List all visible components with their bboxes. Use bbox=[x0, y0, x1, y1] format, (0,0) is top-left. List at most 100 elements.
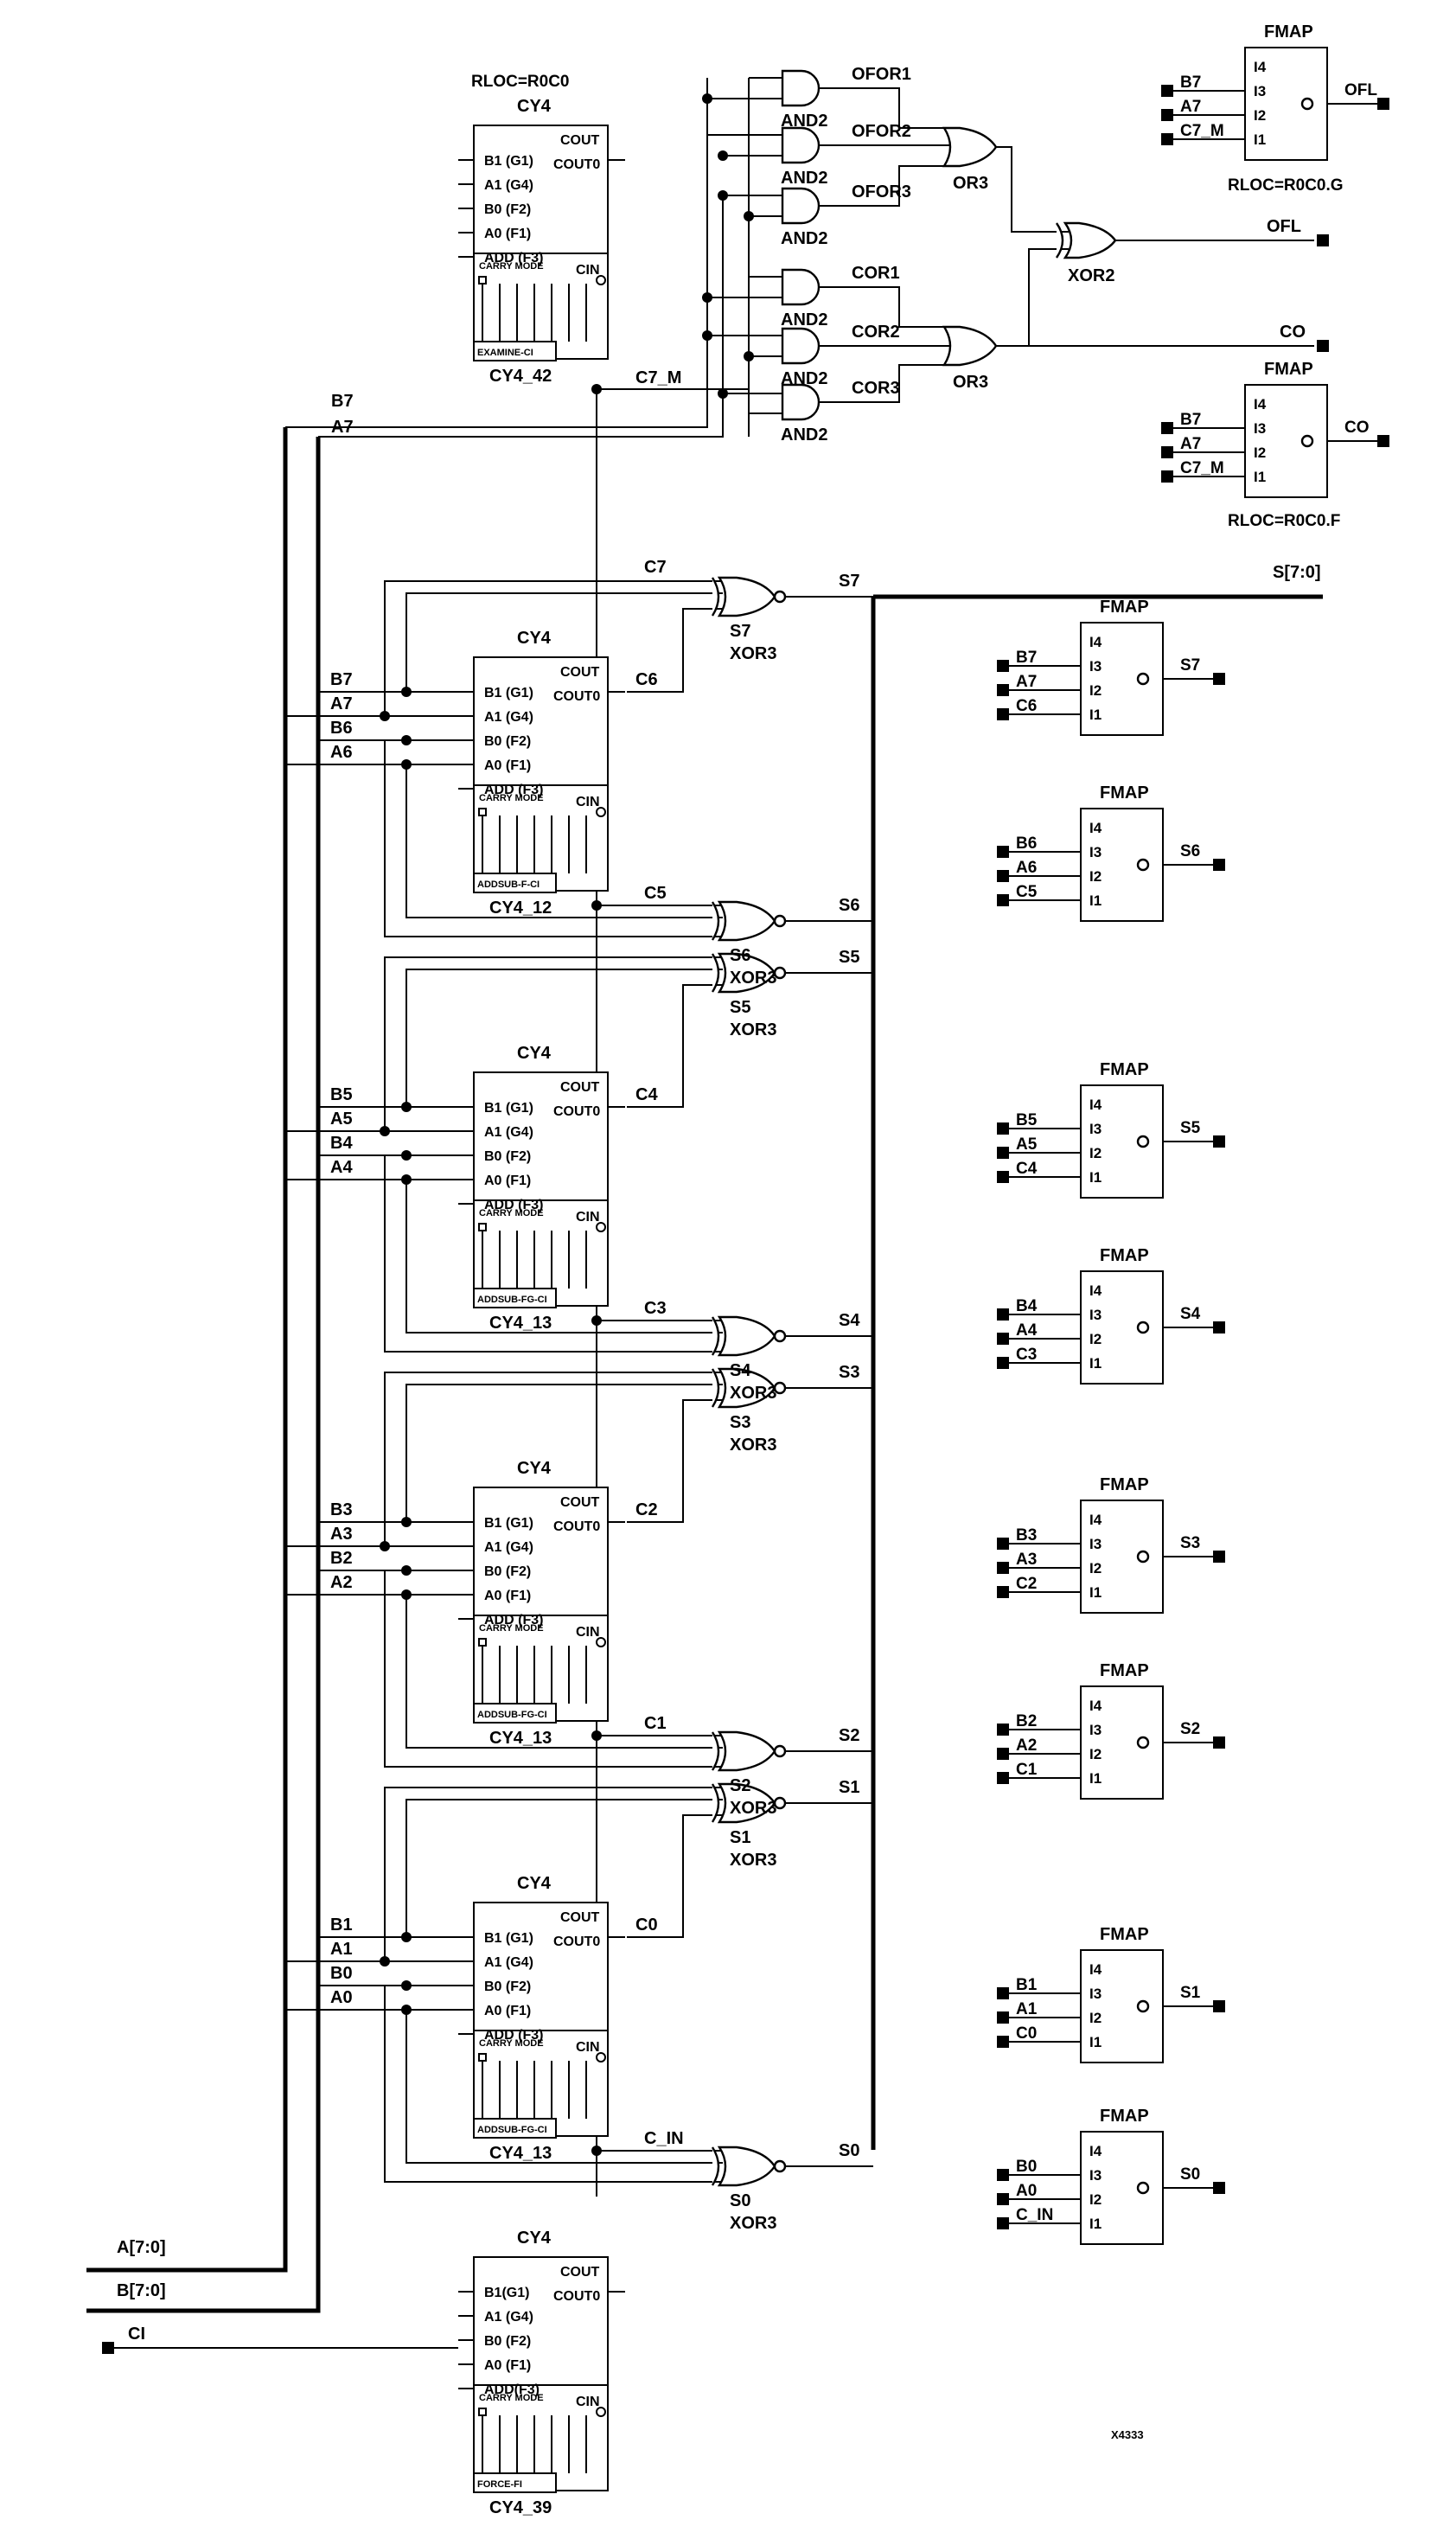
sum-label: S7 bbox=[839, 572, 859, 591]
carry-out-label: C4 bbox=[635, 1085, 658, 1104]
xor-instance: S0 bbox=[730, 2191, 750, 2210]
cy4-cout-label: COUT bbox=[560, 1495, 600, 1510]
fmap-input-label: A7 bbox=[1180, 435, 1201, 453]
mode-box bbox=[473, 2118, 557, 2139]
a-bus bbox=[86, 427, 288, 2273]
junction-dot bbox=[744, 211, 754, 221]
fmap-pin-label: I2 bbox=[1254, 444, 1266, 461]
fmap-rloc: RLOC=R0C0.F bbox=[1228, 512, 1340, 530]
fmap-output-label: S4 bbox=[1180, 1305, 1201, 1323]
figure-id: X4333 bbox=[1111, 2428, 1144, 2441]
io-pin bbox=[1213, 673, 1225, 685]
io-pin bbox=[1377, 98, 1389, 110]
fmap-title: FMAP bbox=[1100, 1475, 1149, 1494]
xor-back-arc bbox=[711, 1368, 720, 1408]
cy4-pin-label: A1 (G4) bbox=[484, 1540, 533, 1555]
wire bbox=[406, 1180, 723, 1333]
xor-bubble bbox=[773, 1381, 787, 1395]
cy4-pin-label: A1 (G4) bbox=[484, 1125, 533, 1140]
carrymode-label: CARRY MODE bbox=[479, 1623, 544, 1634]
slice-input-label: B5 bbox=[330, 1085, 353, 1104]
fmap-rloc: RLOC=R0C0.G bbox=[1228, 176, 1344, 195]
b-bus-label: B[7:0] bbox=[117, 2281, 166, 2300]
cy4-cout-label: COUT bbox=[560, 665, 600, 680]
fmap-pin-label: I4 bbox=[1089, 634, 1102, 650]
fmap-pin-label: I2 bbox=[1089, 2010, 1102, 2026]
fmap-pin-label: I3 bbox=[1089, 1722, 1102, 1738]
slice-input-label: A0 bbox=[330, 1988, 353, 2007]
cy4-cout-label: COUT bbox=[560, 1080, 600, 1095]
xor3-gate bbox=[717, 1782, 776, 1824]
carry-label: C5 bbox=[644, 884, 667, 903]
wire bbox=[819, 165, 949, 207]
io-pin bbox=[1213, 1551, 1225, 1563]
cy4-pin-label: ADD(F3) bbox=[484, 2382, 540, 2397]
io-pin bbox=[997, 870, 1009, 882]
and2-gate bbox=[781, 126, 821, 164]
cy4-cin-label: CIN bbox=[576, 2395, 600, 2409]
cy4-cout0-label: COUT0 bbox=[553, 689, 600, 704]
and2-gate bbox=[781, 268, 821, 306]
mode-name: ADDSUB-F-CI bbox=[477, 879, 540, 890]
io-pin bbox=[1213, 1321, 1225, 1333]
fmap-input-label: B7 bbox=[1180, 411, 1201, 429]
sum-label: S2 bbox=[839, 1726, 859, 1745]
cy4-pin-label: B0 (F2) bbox=[484, 1149, 531, 1164]
fmap-title: FMAP bbox=[1100, 2107, 1149, 2126]
cy4-title: CY4 bbox=[517, 1459, 552, 1478]
fmap-pin-label: I4 bbox=[1254, 396, 1267, 413]
cy4-pin-label: B0 (F2) bbox=[484, 202, 531, 217]
fmap-title: FMAP bbox=[1100, 1246, 1149, 1265]
xor-type: XOR3 bbox=[730, 1384, 776, 1403]
parts-layer bbox=[473, 47, 1328, 2493]
sum-label: S0 bbox=[839, 2141, 859, 2160]
cy4-cout-label: COUT bbox=[560, 2265, 600, 2280]
cy4-cin-label: CIN bbox=[576, 1210, 600, 1225]
a-bus-label: A[7:0] bbox=[117, 2238, 166, 2257]
fmap-input-label: C3 bbox=[1016, 1346, 1037, 1364]
and2-label: AND2 bbox=[781, 229, 827, 248]
wire bbox=[627, 1399, 723, 1523]
io-pin bbox=[997, 1147, 1009, 1159]
cy4-instance-name: CY4_12 bbox=[489, 899, 552, 918]
fmap-title: FMAP bbox=[1100, 1925, 1149, 1944]
io-pin bbox=[997, 1586, 1009, 1598]
fmap-pin-label: I4 bbox=[1089, 820, 1102, 836]
fmap-title: FMAP bbox=[1264, 360, 1313, 379]
wire bbox=[406, 1384, 723, 1522]
fmap-pin-label: I3 bbox=[1089, 1307, 1102, 1323]
xor-back-arc bbox=[711, 1316, 720, 1356]
fmap-input-label: A1 bbox=[1016, 2000, 1038, 2018]
mode-box bbox=[473, 1288, 557, 1308]
xor-bubble bbox=[773, 914, 787, 928]
fmap-input-label: B7 bbox=[1180, 74, 1201, 92]
fmap-title: FMAP bbox=[1264, 22, 1313, 42]
fmap-input-label: C_IN bbox=[1016, 2206, 1053, 2224]
wire bbox=[819, 364, 949, 403]
fmap-pin-label: I1 bbox=[1089, 1355, 1102, 1372]
fmap-input-label: B5 bbox=[1016, 1111, 1038, 1129]
fmap-input-label: C4 bbox=[1016, 1160, 1038, 1178]
fmap-input-label: A5 bbox=[1016, 1135, 1038, 1154]
cy4-cin-label: CIN bbox=[576, 2040, 600, 2055]
rloc-label: RLOC=R0C0 bbox=[471, 73, 570, 91]
wire bbox=[406, 969, 723, 1107]
fmap-pin-label: I3 bbox=[1089, 2167, 1102, 2184]
wire bbox=[406, 2010, 723, 2164]
fmap-block bbox=[1080, 1500, 1164, 1614]
fmap-input-label: A4 bbox=[1016, 1321, 1038, 1340]
io-pin bbox=[997, 2036, 1009, 2048]
xor-bubble bbox=[773, 2159, 787, 2173]
and-net-label: COR2 bbox=[852, 323, 900, 342]
cy4-instance-name: CY4_42 bbox=[489, 367, 552, 386]
fmap-output-label: S7 bbox=[1180, 656, 1200, 675]
mode-name: ADDSUB-FG-CI bbox=[477, 2125, 547, 2135]
fmap-output-label: OFL bbox=[1344, 81, 1377, 99]
wire bbox=[406, 1595, 723, 1749]
cy4-cin-label: CIN bbox=[576, 1625, 600, 1640]
io-pin bbox=[997, 1987, 1009, 1999]
junction-dot bbox=[702, 292, 712, 303]
xor-instance: S7 bbox=[730, 622, 750, 641]
cy4-pin-label: B0 (F2) bbox=[484, 2334, 531, 2349]
slice-input-label: A2 bbox=[330, 1573, 353, 1592]
